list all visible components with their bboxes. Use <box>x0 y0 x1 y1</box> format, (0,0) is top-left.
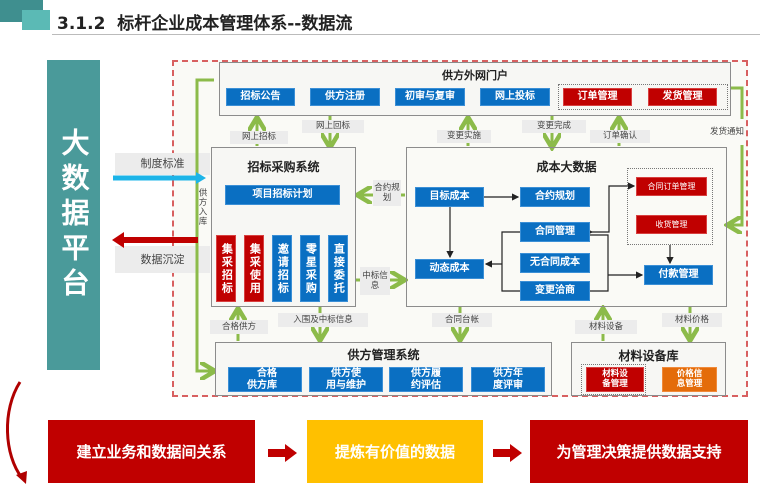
label-standards: 制度标准 <box>115 153 210 175</box>
portal-online-bid[interactable]: 网上投标 <box>480 88 550 106</box>
cost-contract-order[interactable]: 合同订单管理 <box>636 177 707 196</box>
supplier-qualified-lib[interactable]: 合格供方库 <box>228 367 302 392</box>
step-refine-data: 提炼有价值的数据 <box>307 420 483 483</box>
header-square-light <box>22 10 50 30</box>
bracket-to-dynamic <box>486 231 520 292</box>
supplier-text: 供方年 <box>493 368 523 379</box>
project-bid-plan[interactable]: 项目招标计划 <box>225 185 340 205</box>
order-group <box>558 84 728 110</box>
cost-change[interactable]: 变更洽商 <box>520 281 590 301</box>
method-central-use[interactable]: 集采使用 <box>244 235 264 302</box>
cost-noncontract[interactable]: 无合同成本 <box>520 253 590 273</box>
method-central-bid[interactable]: 集采招标 <box>216 235 236 302</box>
label-ship-notice: 发货通知 <box>710 119 744 145</box>
arrow-contract-order <box>586 182 636 236</box>
cost-target[interactable]: 目标成本 <box>415 187 484 207</box>
method-invite-bid[interactable]: 邀请招标 <box>272 235 292 302</box>
label-shortlist: 入围及中标信息 <box>278 313 368 327</box>
label-qualified: 合格供方 <box>210 320 268 334</box>
supplier-text: 供方履 <box>411 368 441 379</box>
material-text: 备管理 <box>602 378 628 389</box>
method-direct-commission[interactable]: 直接委托 <box>328 235 348 302</box>
portal-review[interactable]: 初审与复审 <box>395 88 465 106</box>
material-price-mgmt[interactable]: 价格信息管理 <box>662 367 717 392</box>
green-flow-left <box>195 78 214 371</box>
cost-receive[interactable]: 收货管理 <box>636 215 707 234</box>
label-material-price: 材料价格 <box>662 313 722 327</box>
cost-big-data: 成本大数据 <box>406 147 727 307</box>
page-title: 3.1.2 标杆企业成本管理体系--数据流 <box>57 14 353 34</box>
cost-contract-mgmt[interactable]: 合同管理 <box>520 222 590 242</box>
portal-order-mgmt[interactable]: 订单管理 <box>563 88 632 106</box>
supplier-annual-review[interactable]: 供方年度评审 <box>471 367 545 392</box>
label-ledger: 合同台帐 <box>432 313 492 327</box>
label-contract-plan: 合约规划 <box>373 180 401 206</box>
method-spot-purchase[interactable]: 零星采购 <box>300 235 320 302</box>
label-online-bid: 网上招标 <box>230 131 288 144</box>
portal-bid-notice[interactable]: 招标公告 <box>226 88 295 106</box>
material-text: 价格信 <box>676 368 703 379</box>
title-underline <box>52 34 760 35</box>
supplier-use-maintain[interactable]: 供方使用与维护 <box>309 367 383 392</box>
big-data-platform: 大数据平台 <box>47 60 100 370</box>
step-arrow-2 <box>493 444 522 462</box>
label-material-equip: 材料设备 <box>575 320 637 334</box>
procurement-title: 招标采购系统 <box>247 160 320 174</box>
cost-contract-plan[interactable]: 合约规划 <box>520 187 590 207</box>
curved-red-arrow-head <box>16 471 27 484</box>
cost-payment[interactable]: 付款管理 <box>644 265 713 285</box>
label-order-confirm: 订单确认 <box>590 130 650 143</box>
curved-red-arrow <box>5 381 24 479</box>
portal-title: 供方外网门户 <box>442 69 508 82</box>
label-data-sediment: 数据沉淀 <box>115 246 210 273</box>
label-supplier-in: 供方入库 <box>196 188 208 226</box>
sediment-arrow-head <box>112 232 124 248</box>
supplier-title: 供方管理系统 <box>347 348 420 362</box>
material-equip-group <box>581 364 646 395</box>
supplier-portal: 供方外网门户 <box>219 62 731 116</box>
portal-ship-mgmt[interactable]: 发货管理 <box>648 88 717 106</box>
supplier-text: 约评估 <box>411 379 441 391</box>
material-text: 材料设 <box>602 368 628 379</box>
label-change-done: 变更完成 <box>522 120 586 133</box>
step-arrow-1 <box>268 444 297 462</box>
supplier-text: 供方使 <box>331 368 361 379</box>
supplier-text: 用与维护 <box>326 379 366 391</box>
order-receive-group <box>627 168 713 245</box>
step-decision-support: 为管理决策提供数据支持 <box>530 420 748 483</box>
standards-arrow-head <box>196 172 206 184</box>
material-text: 息管理 <box>676 378 703 389</box>
material-equip-mgmt[interactable]: 材料设备管理 <box>586 367 644 392</box>
platform-label: 大数据平台 <box>57 127 91 303</box>
material-title: 材料设备库 <box>618 349 679 363</box>
cost-dynamic[interactable]: 动态成本 <box>415 259 484 279</box>
supplier-text: 度评审 <box>493 379 523 391</box>
supplier-performance[interactable]: 供方履约评估 <box>389 367 463 392</box>
step-build-relationship: 建立业务和数据间关系 <box>48 420 255 483</box>
label-change-impl: 变更实施 <box>437 130 491 143</box>
portal-supplier-register[interactable]: 供方注册 <box>310 88 380 106</box>
supplier-text: 合格供方库 <box>247 367 277 391</box>
label-award-info: 中标信息 <box>360 267 390 295</box>
bracket-to-payment <box>590 234 642 292</box>
cost-title: 成本大数据 <box>536 160 597 174</box>
green-flow-ship <box>730 86 744 225</box>
label-online-reply: 网上回标 <box>302 120 364 133</box>
